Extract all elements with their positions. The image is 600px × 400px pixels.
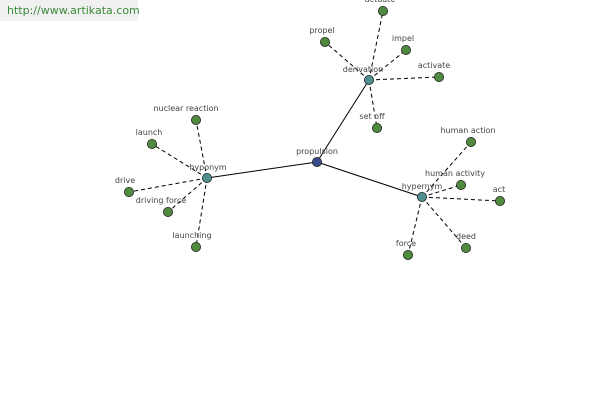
root-node-propulsion[interactable]: [311, 156, 322, 167]
term-label-deed[interactable]: deed: [456, 232, 476, 241]
term-node-driving-force[interactable]: [162, 206, 173, 217]
term-node-drive[interactable]: [124, 186, 135, 197]
edge-hyponym-driving-force: [167, 177, 208, 213]
edge-hyponym-launch: [151, 143, 208, 179]
edge-propulsion-derivation: [316, 79, 370, 163]
edge-propulsion-hyponym: [206, 161, 318, 179]
edges-layer: [128, 10, 501, 256]
relation-label-hypernym[interactable]: hypernym: [402, 182, 443, 191]
relation-label-hyponym[interactable]: hyponym: [189, 163, 227, 172]
edge-hypernym-deed: [421, 196, 467, 249]
term-label-human-activity[interactable]: human activity: [425, 169, 485, 178]
term-node-human-activity[interactable]: [455, 179, 466, 190]
edge-derivation-propel: [324, 41, 370, 81]
term-label-actuate[interactable]: actuate: [365, 0, 396, 4]
term-label-activate[interactable]: activate: [418, 61, 450, 70]
edge-derivation-impel: [368, 49, 407, 81]
relation-label-derivation[interactable]: derivation: [343, 65, 383, 74]
term-node-actuate[interactable]: [377, 6, 388, 16]
term-label-launching[interactable]: launching: [172, 231, 211, 240]
relation-node-hyponym[interactable]: [201, 172, 212, 183]
term-label-set-off[interactable]: set off: [359, 112, 385, 121]
term-label-driving-force[interactable]: driving force: [136, 196, 186, 205]
edge-hypernym-human-action: [421, 141, 472, 198]
term-node-impel[interactable]: [400, 45, 411, 56]
term-node-nuclear-reaction[interactable]: [190, 115, 201, 126]
edge-derivation-actuate: [368, 10, 384, 81]
edge-hypernym-force: [407, 196, 423, 256]
term-node-human-action[interactable]: [465, 136, 476, 147]
edge-hyponym-launching: [195, 177, 208, 248]
term-label-launch[interactable]: launch: [136, 128, 163, 137]
term-node-deed[interactable]: [460, 242, 471, 253]
term-label-act[interactable]: act: [493, 185, 505, 194]
relation-node-derivation[interactable]: [363, 75, 374, 86]
nodes-layer: actuate propel impel activate set off nuclear…: [115, 0, 505, 260]
term-node-activate[interactable]: [433, 72, 444, 83]
term-node-act[interactable]: [494, 195, 505, 206]
edge-hypernym-act: [421, 196, 501, 202]
term-label-drive[interactable]: drive: [115, 176, 135, 185]
relation-node-hypernym[interactable]: [416, 191, 427, 202]
term-node-propel[interactable]: [319, 37, 330, 48]
term-node-launching[interactable]: [190, 241, 201, 252]
term-label-nuclear-reaction[interactable]: nuclear reaction: [153, 104, 218, 113]
edge-propulsion-hypernym: [316, 161, 423, 198]
root-label-propulsion[interactable]: propulsion: [296, 147, 338, 156]
term-label-propel[interactable]: propel: [309, 26, 334, 35]
term-label-impel[interactable]: impel: [392, 34, 414, 43]
term-node-launch[interactable]: [146, 138, 157, 149]
edge-hyponym-nuclear-reaction: [195, 119, 208, 179]
term-node-force[interactable]: [402, 249, 413, 260]
term-label-human-action[interactable]: human action: [440, 126, 495, 135]
edge-hyponym-drive: [128, 177, 208, 193]
term-label-force[interactable]: force: [396, 239, 416, 248]
edge-derivation-set-off: [368, 79, 378, 129]
edge-derivation-activate: [368, 76, 440, 81]
watermark-url[interactable]: http://www.artikata.com: [0, 0, 140, 21]
term-node-set-off[interactable]: [371, 123, 382, 134]
